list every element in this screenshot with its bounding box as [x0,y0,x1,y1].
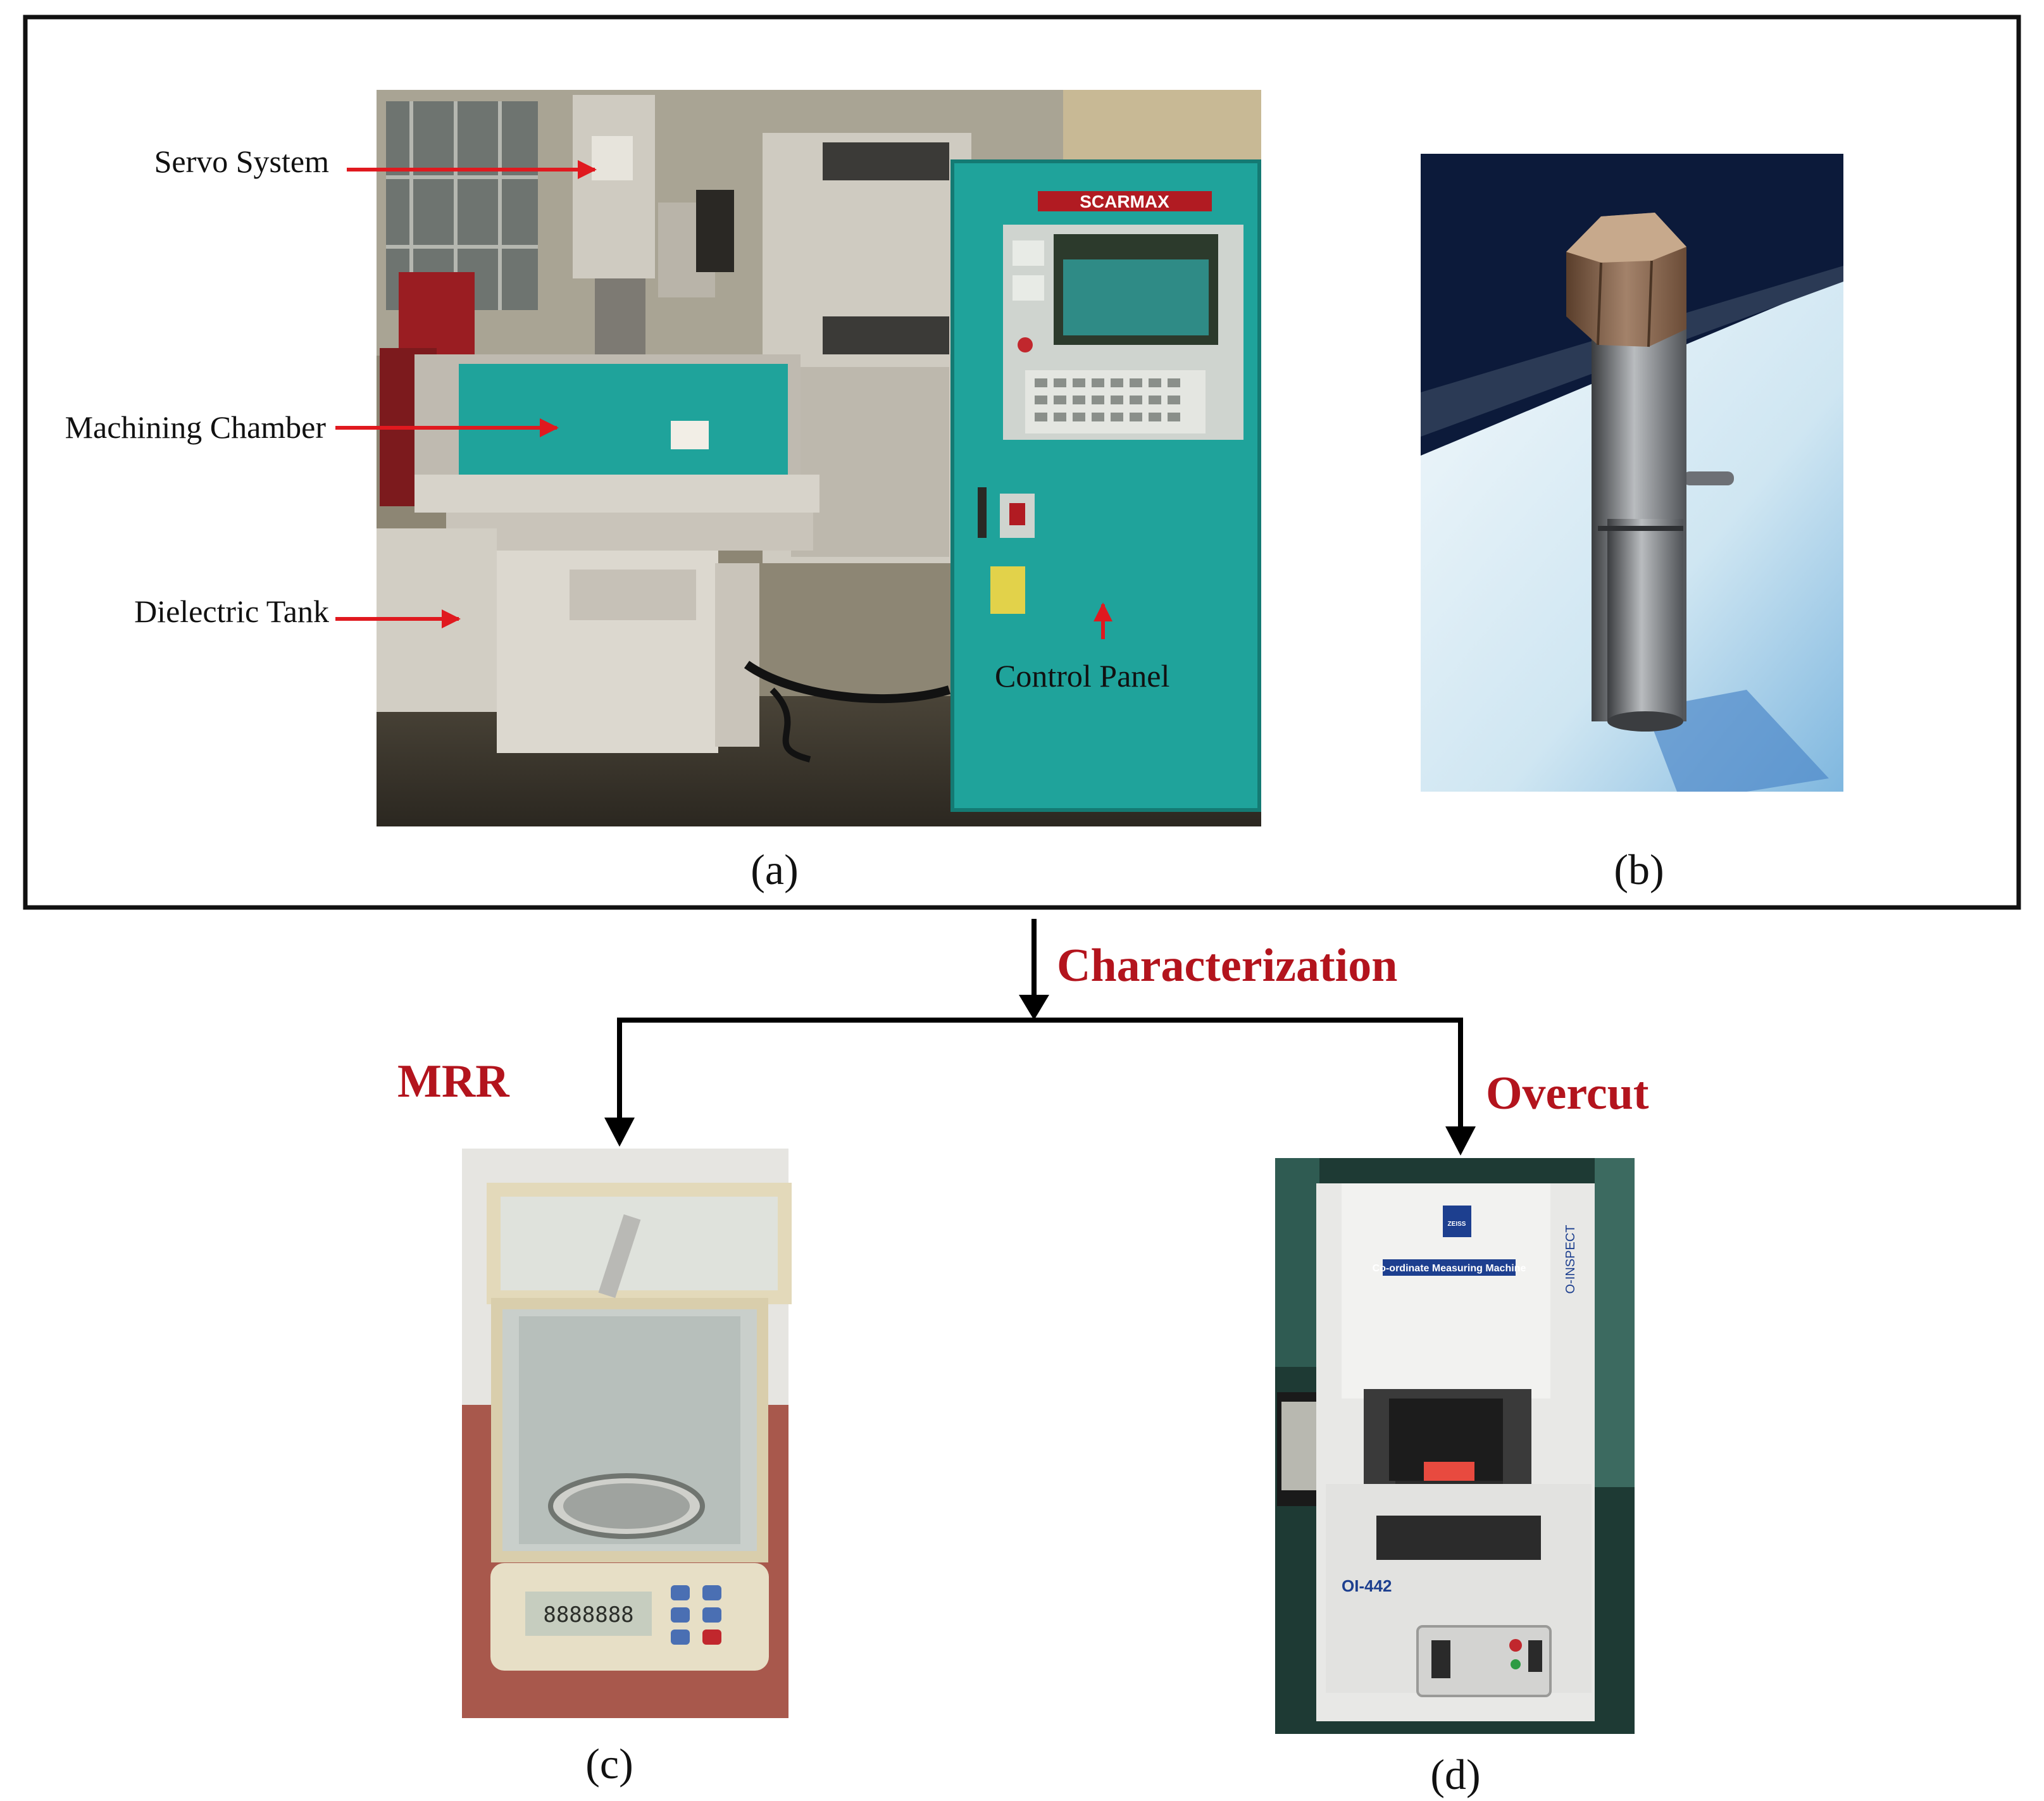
label-servo-system: Servo System [154,144,330,179]
caption-b: (b) [1614,845,1664,894]
caption-c: (c) [585,1740,633,1788]
arrowhead-right [1445,1126,1476,1156]
edm-machine-photo: SCARMAX [377,90,1261,826]
mrr-label: MRR [397,1056,510,1107]
cmm-side-text: O-INSPECT [1564,1225,1578,1294]
cmm-photo: ZEISS Co-ordinate Measuring Machine O-IN… [1275,1158,1635,1734]
cmm-model-text: OI-442 [1342,1576,1392,1595]
cmm-brand-text: ZEISS [1448,1221,1466,1228]
balance-photo: 8888888 [462,1149,792,1718]
label-dielectric-tank: Dielectric Tank [134,594,329,629]
overcut-label: Overcut [1486,1068,1649,1119]
electrode-photo [1421,154,1843,792]
caption-a: (a) [751,845,798,894]
arrowhead-left [604,1118,635,1147]
label-control-panel: Control Panel [995,658,1169,694]
balance-display-text: 8888888 [543,1602,633,1628]
top-frame [23,15,2021,910]
flow-connectors [617,919,1463,1128]
edm-brand-text: SCARMAX [1080,192,1169,211]
cmm-banner-text: Co-ordinate Measuring Machine [1373,1263,1526,1274]
arrowhead-main [1019,995,1049,1020]
caption-d: (d) [1430,1750,1480,1798]
characterization-title: Characterization [1057,940,1397,992]
label-machining-chamber: Machining Chamber [65,409,327,445]
